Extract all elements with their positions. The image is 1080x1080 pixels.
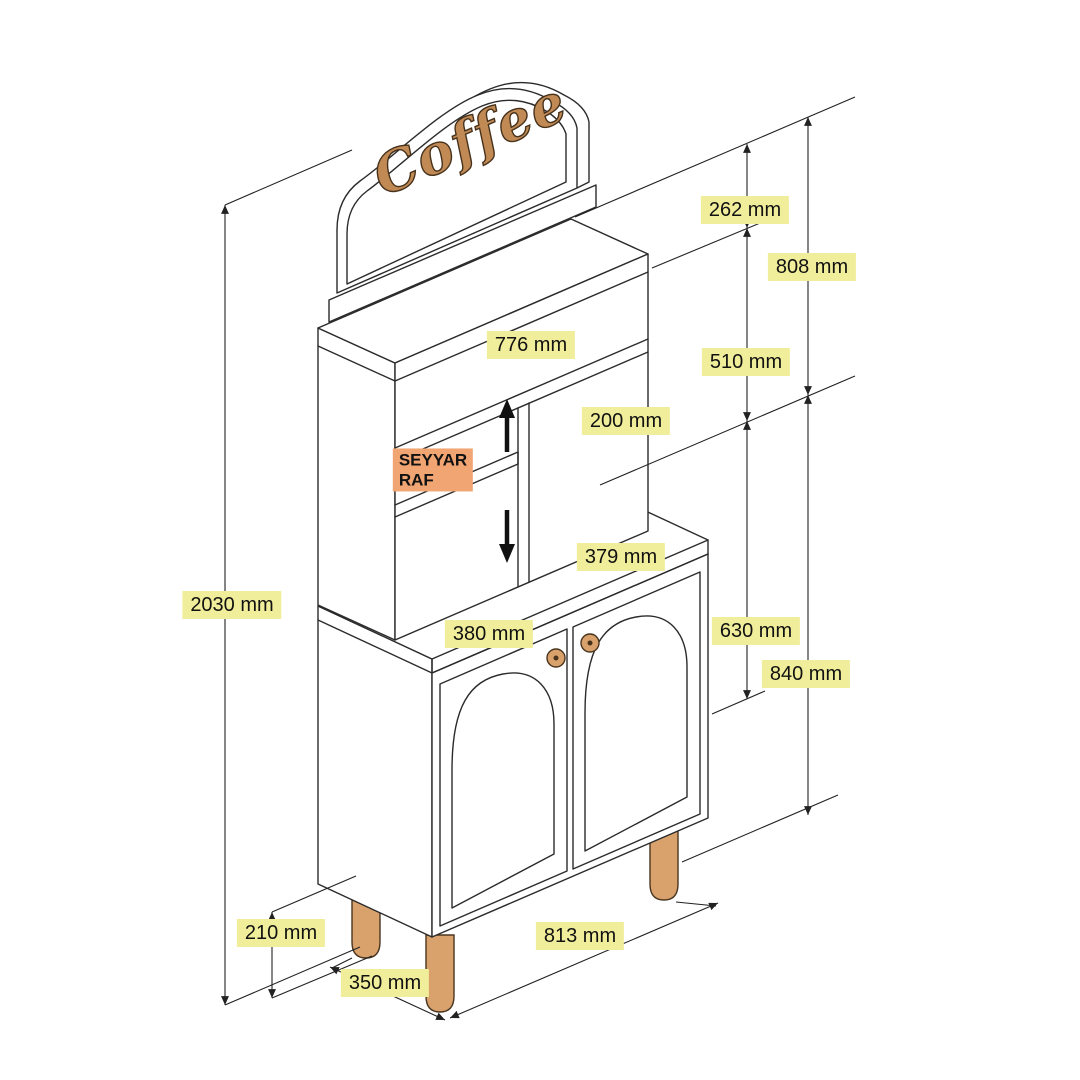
cabinet-left-side xyxy=(317,605,433,938)
dim-label-hutch-height: 808 mm xyxy=(767,253,857,281)
right-door xyxy=(572,571,701,870)
hutch-side-thickness-edge xyxy=(317,345,396,382)
sign-arch-inner-border xyxy=(346,99,567,285)
movable-shelf-tag: SEYYAR RAF xyxy=(392,448,474,492)
extension-line xyxy=(675,901,717,907)
fixed-shelf-bottom-edge xyxy=(394,351,649,462)
extension-line xyxy=(711,690,766,715)
extension-line xyxy=(681,794,839,863)
sign-base-rail xyxy=(328,184,597,323)
right-door-panel xyxy=(572,571,701,870)
dim-label-depth: 350 mm xyxy=(340,969,430,997)
dimension-extension-lines xyxy=(224,96,856,1006)
dim-label-cabinet-width: 813 mm xyxy=(535,922,625,950)
sign-arch-outer xyxy=(336,87,578,294)
extension-line xyxy=(224,149,353,206)
dim-label-leg-height: 210 mm xyxy=(236,919,326,947)
fixed-shelf-front-edge xyxy=(394,338,649,449)
dim-line-813 xyxy=(449,902,719,1019)
dim-label-total-height: 2030 mm xyxy=(182,591,282,619)
right-door-knob-center xyxy=(587,640,593,646)
right-door-arch-inset xyxy=(584,615,688,852)
cabinet-side-thickness-edge xyxy=(317,619,433,674)
dim-label-middle-section: 510 mm xyxy=(701,348,791,376)
sign-arch xyxy=(328,81,597,323)
left-door xyxy=(439,628,568,927)
extension-line xyxy=(599,375,856,486)
extension-line xyxy=(331,957,353,969)
hutch-left-side xyxy=(317,327,396,641)
left-door-arch-inset xyxy=(451,672,555,909)
leg-front-right xyxy=(649,823,679,901)
up-arrow-icon xyxy=(499,399,515,418)
dim-label-lower-height: 840 mm xyxy=(761,660,851,688)
hutch-top-thickness-edge xyxy=(394,271,649,382)
dim-label-left-compartment: 380 mm xyxy=(444,620,534,648)
dim-label-body-height: 630 mm xyxy=(711,617,801,645)
dim-label-interior-width: 776 mm xyxy=(486,331,576,359)
dim-label-top-section: 262 mm xyxy=(700,196,790,224)
movable-shelf-tag-line1: SEYYAR xyxy=(398,450,468,470)
cabinet-top-thickness-edge xyxy=(431,553,709,674)
extension-line xyxy=(224,946,361,1006)
dim-label-shelf-adjust-range: 200 mm xyxy=(581,407,671,435)
left-door-knob-center xyxy=(553,655,559,661)
down-arrow-icon xyxy=(499,544,515,563)
extension-line xyxy=(271,955,373,999)
leg-front-left xyxy=(425,934,455,1013)
dim-label-right-compartment: 379 mm xyxy=(576,543,666,571)
extension-line xyxy=(271,875,357,913)
shelf-adjust-arrows xyxy=(499,399,515,563)
extension-line xyxy=(651,220,766,269)
movable-shelf-tag-line2: RAF xyxy=(398,470,434,489)
